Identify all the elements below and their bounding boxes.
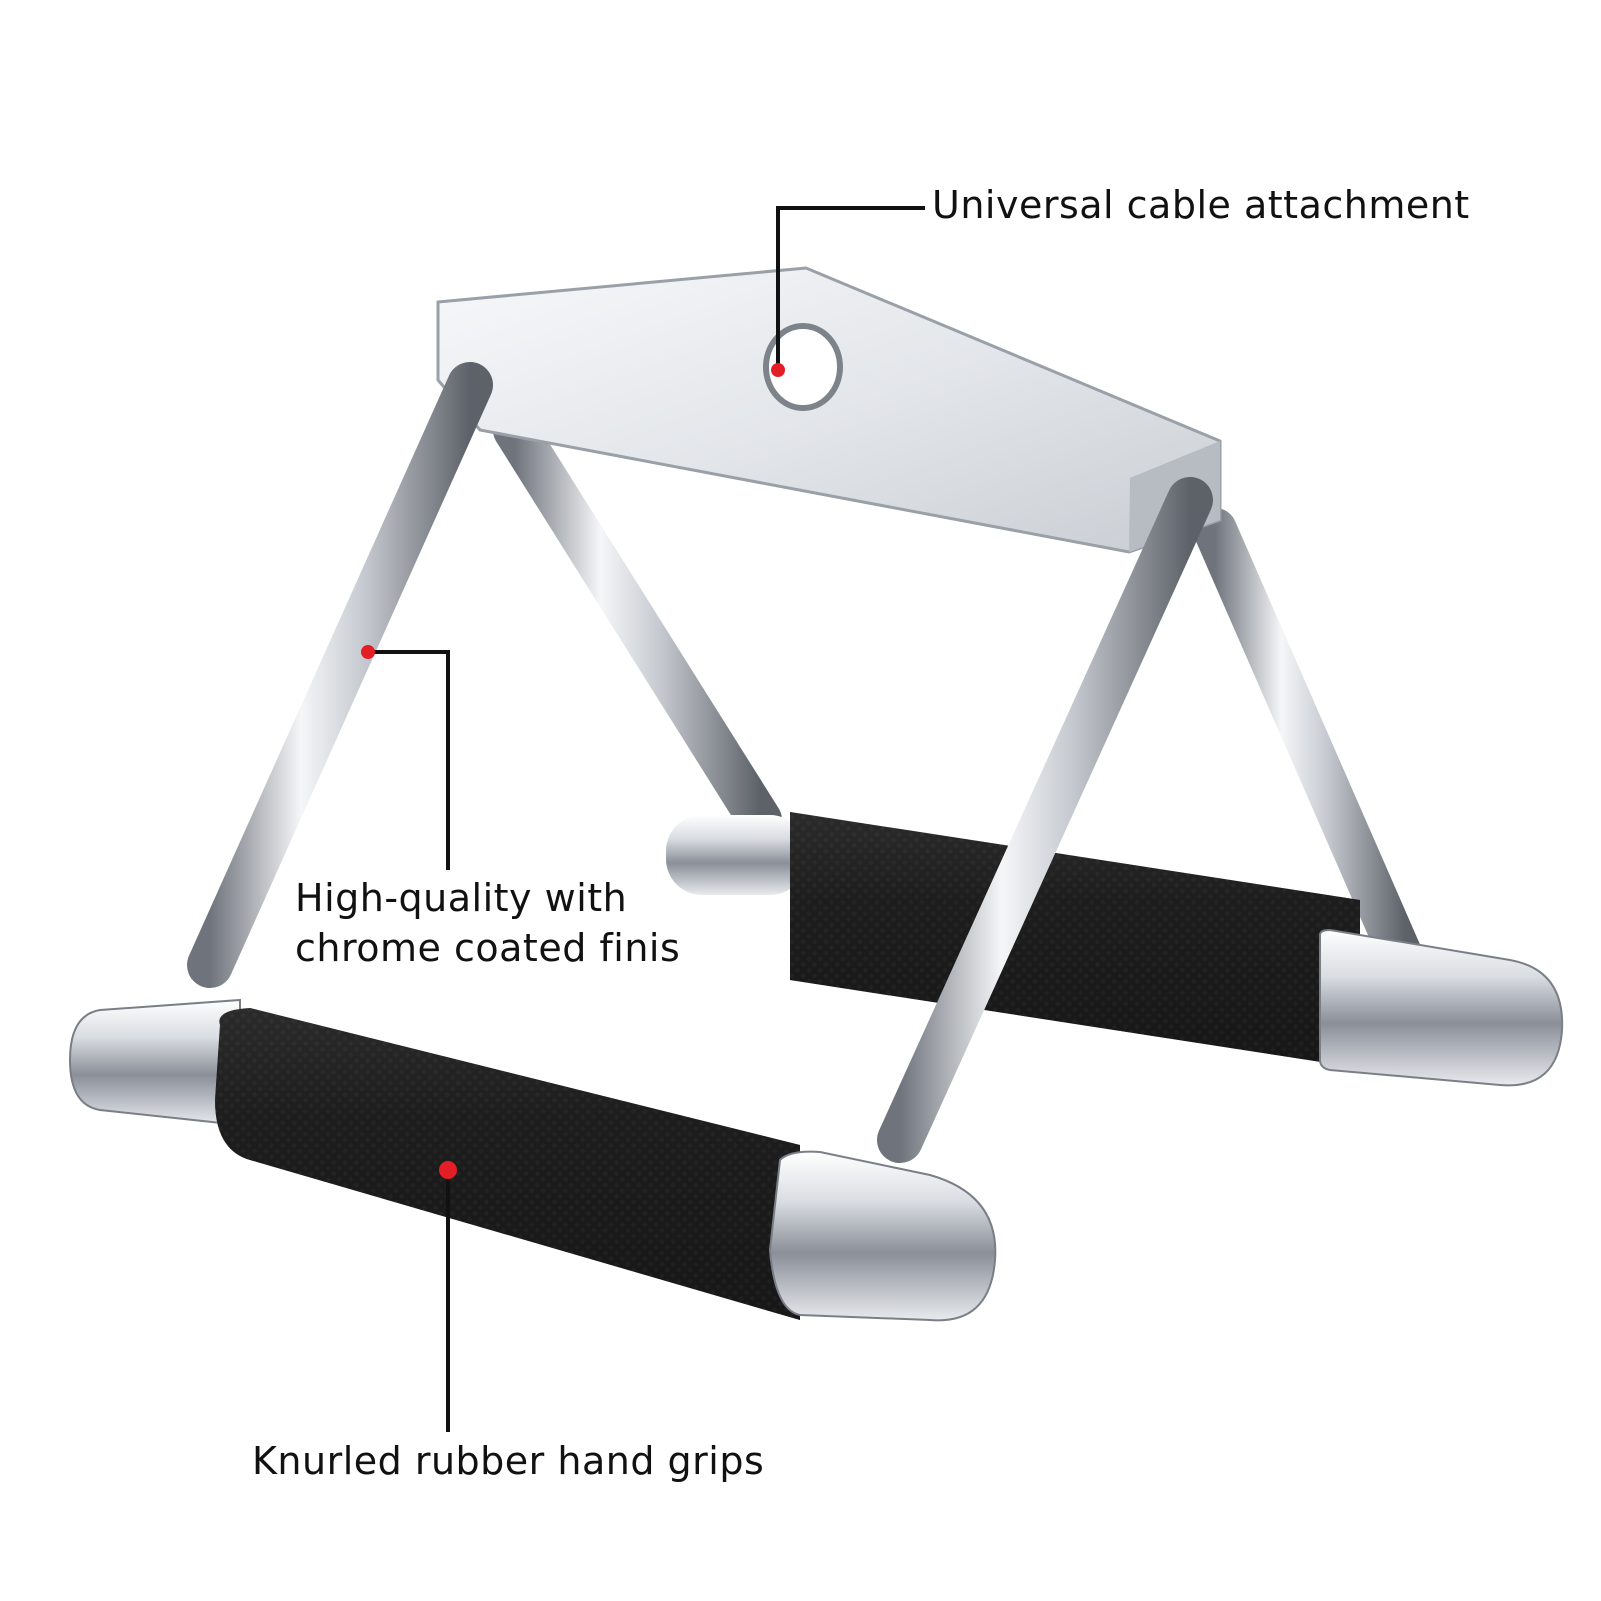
leader-cable [776,206,925,370]
label-chrome-finish: High-quality with chrome coated finis [295,873,680,973]
front-handle [68,998,997,1322]
leader-chrome [368,650,450,870]
label-cable-attachment: Universal cable attachment [932,183,1470,227]
marker-grips [439,1161,457,1179]
marker-cable [771,363,785,377]
label-hand-grips: Knurled rubber hand grips [252,1439,765,1483]
back-handle [666,812,1564,1087]
markers [361,363,785,1179]
back-rods [493,408,1427,987]
leader-lines [368,206,925,1432]
label-chrome-line1: High-quality with [295,876,628,920]
marker-chrome [361,645,375,659]
label-chrome-line2: chrome coated finis [295,926,681,970]
front-rods [187,362,1213,1163]
cable-hole [763,323,843,411]
